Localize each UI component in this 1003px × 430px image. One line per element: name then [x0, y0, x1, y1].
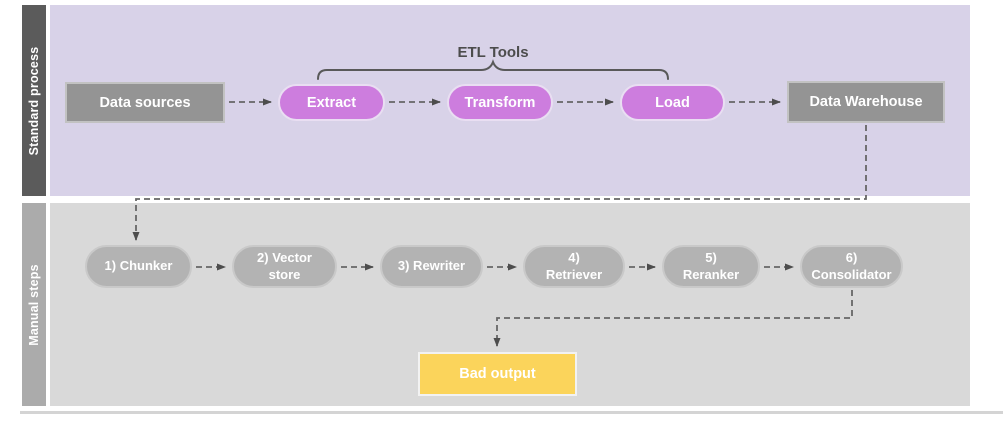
- data-sources-node: Data sources: [65, 82, 225, 123]
- bad-output-node: Bad output: [418, 352, 577, 396]
- etl-tools-group-label: ETL Tools: [457, 44, 529, 61]
- vector-store-node: 2) Vector store: [232, 245, 337, 288]
- chunker-node: 1) Chunker: [85, 245, 192, 288]
- retriever-node: 4) Retriever: [523, 245, 625, 288]
- standard-process-lane-band: Standard process: [22, 5, 46, 196]
- transform-node: Transform: [447, 84, 553, 121]
- reranker-node: 5) Reranker: [662, 245, 760, 288]
- data-warehouse-node: Data Warehouse: [787, 81, 945, 123]
- consolidator-node: 6) Consolidator: [800, 245, 903, 288]
- bottom-divider: [20, 411, 1003, 414]
- load-node: Load: [620, 84, 725, 121]
- manual-steps-lane-label: Manual steps: [27, 263, 41, 346]
- extract-node: Extract: [278, 84, 385, 121]
- standard-process-lane-label: Standard process: [27, 46, 41, 155]
- rewriter-node: 3) Rewriter: [380, 245, 483, 288]
- manual-steps-lane-band: Manual steps: [22, 203, 46, 406]
